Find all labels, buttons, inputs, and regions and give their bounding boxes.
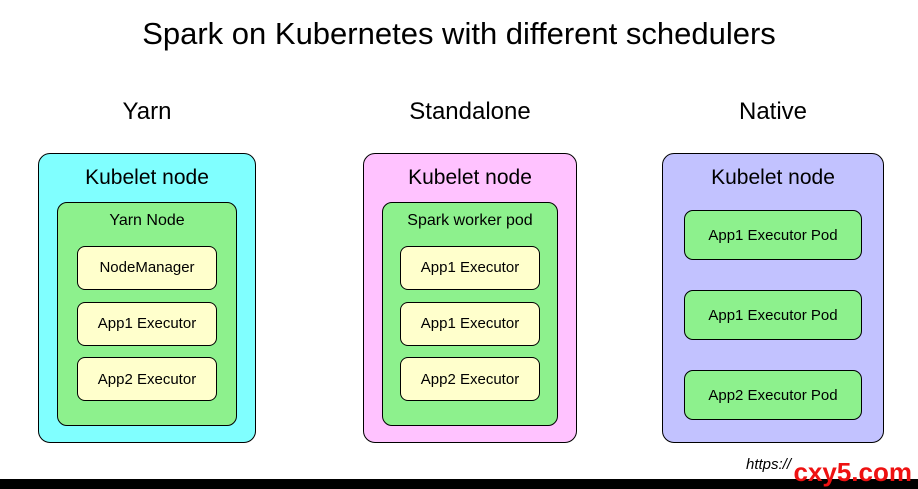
spark-worker-pod-label: Spark worker pod [407, 212, 533, 229]
yarn-node-box: Yarn Node NodeManager App1 Executor App2… [57, 202, 237, 426]
standalone-item-app1-executor-2: App1 Executor [400, 301, 540, 346]
column-header-standalone: Standalone [409, 98, 531, 125]
kubelet-node-native-label: Kubelet node [711, 166, 835, 189]
watermark-text: cxy5.com [793, 457, 912, 487]
yarn-node-items: NodeManager App1 Executor App2 Executor [58, 234, 236, 413]
column-header-yarn: Yarn [122, 98, 172, 125]
yarn-node-label: Yarn Node [109, 212, 185, 229]
standalone-item-app2-executor: App2 Executor [400, 357, 540, 402]
spark-worker-pod-box: Spark worker pod App1 Executor App1 Exec… [382, 202, 558, 426]
spark-worker-pod-items: App1 Executor App1 Executor App2 Executo… [383, 234, 557, 413]
kubelet-node-native: Kubelet node App1 Executor Pod App1 Exec… [662, 153, 884, 443]
native-pod-app1-executor-2: App1 Executor Pod [684, 290, 862, 340]
yarn-item-app1-executor: App1 Executor [77, 301, 217, 346]
kubelet-node-standalone-label: Kubelet node [408, 166, 532, 189]
native-pods: App1 Executor Pod App1 Executor Pod App2… [681, 202, 865, 426]
footer-url-text: https:// [746, 456, 792, 473]
native-pod-app1-executor-1: App1 Executor Pod [684, 210, 862, 260]
standalone-item-app1-executor-1: App1 Executor [400, 245, 540, 290]
yarn-item-app2-executor: App2 Executor [77, 357, 217, 402]
yarn-item-nodemanager: NodeManager [77, 245, 217, 290]
kubelet-node-standalone: Kubelet node Spark worker pod App1 Execu… [363, 153, 577, 443]
native-pod-app2-executor: App2 Executor Pod [684, 370, 862, 420]
column-header-native: Native [738, 98, 808, 125]
diagram-title: Spark on Kubernetes with different sched… [142, 16, 776, 51]
kubelet-node-yarn-label: Kubelet node [85, 166, 209, 189]
bottom-bar [0, 479, 918, 489]
kubelet-node-yarn: Kubelet node Yarn Node NodeManager App1 … [38, 153, 256, 443]
